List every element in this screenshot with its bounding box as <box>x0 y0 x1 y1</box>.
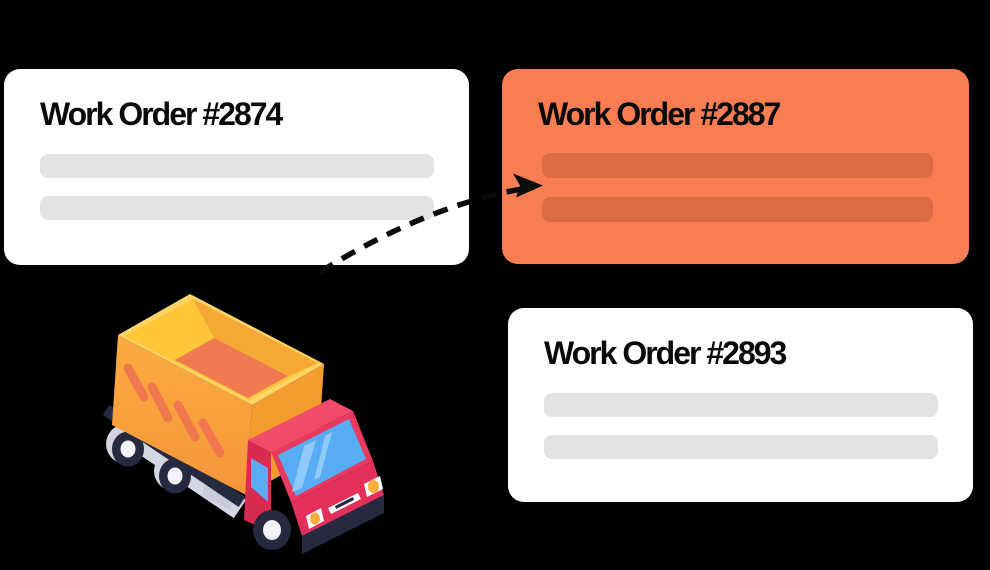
side-window <box>251 458 268 502</box>
dump-truck-illustration <box>102 294 384 554</box>
card-title: Work Order #2893 <box>544 335 787 371</box>
placeholder-bar <box>544 393 938 417</box>
work-order-card-2874[interactable]: Work Order #2874 <box>4 69 469 265</box>
placeholder-bar <box>542 197 933 222</box>
placeholder-bar <box>40 154 434 178</box>
bumper <box>302 495 384 554</box>
placeholder-bar <box>544 435 938 459</box>
placeholder-bar <box>40 196 434 220</box>
work-order-card-2887[interactable]: Work Order #2887 <box>502 69 969 264</box>
truck-cab <box>244 399 384 554</box>
truck-rear-wheels <box>112 431 191 494</box>
placeholder-bar <box>542 153 933 178</box>
card-title: Work Order #2887 <box>538 96 781 132</box>
card-title: Work Order #2874 <box>40 96 283 132</box>
bed-stripes <box>123 363 225 458</box>
work-order-card-2893[interactable]: Work Order #2893 <box>508 308 973 502</box>
